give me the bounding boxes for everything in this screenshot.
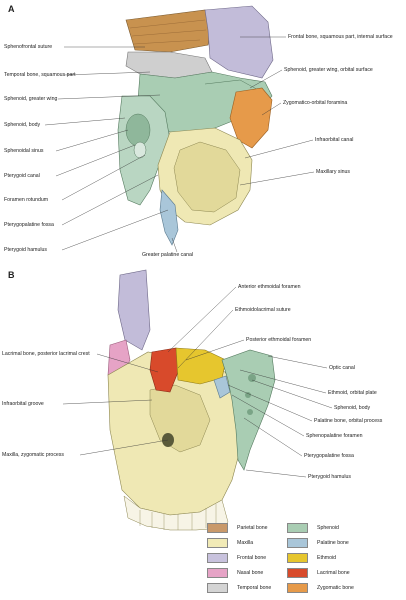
palatine-b <box>213 375 231 399</box>
legend-item-parietal: Parietal bone <box>207 522 268 533</box>
label-lacrimal-posterior-crest: Lacrimal bone, posterior lacrimal crest <box>2 351 90 357</box>
panel-b-illustration <box>107 269 276 531</box>
label-posterior-ethmoidal-foramen: Posterior ethmoidal foramen <box>246 337 312 343</box>
label-maxillary-sinus: Maxillary sinus <box>316 169 351 175</box>
legend-swatch <box>287 552 308 563</box>
legend-swatch <box>207 552 228 563</box>
label-sphenoidal-sinus: Sphenoidal sinus <box>4 148 44 154</box>
label-sphenoid-body-b: Sphenoid, body <box>334 405 371 411</box>
legend-label: Frontal bone <box>237 554 267 561</box>
label-sphenopalatine-foramen: Sphenopalatine foramen <box>306 433 363 439</box>
legend-swatch <box>287 522 308 533</box>
label-optic-canal: Optic canal <box>329 365 355 371</box>
legend-item-sphenoid: Sphenoid <box>287 522 339 533</box>
label-frontal-squamous-internal: Frontal bone, squamous part, internal su… <box>288 34 393 40</box>
label-sphenoid-greater-wing-orbital: Sphenoid, greater wing, orbital surface <box>284 67 373 73</box>
label-ethmoidolacrimal-suture: Ethmoidolacrimal suture <box>235 307 291 313</box>
legend-swatch <box>207 567 228 578</box>
label-maxilla-zygomatic-process: Maxilla, zygomatic process <box>2 452 64 458</box>
legend-item-nasal: Nasal bone <box>207 567 263 578</box>
label-infraorbital-canal: Infraorbital canal <box>315 137 354 143</box>
legend-item-maxilla: Maxilla <box>207 537 253 548</box>
legend-swatch <box>207 582 228 593</box>
legend-label: Temporal bone <box>237 584 272 591</box>
panel-a-illustration <box>117 5 274 246</box>
label-pterygoid-canal: Pterygoid canal <box>4 173 40 179</box>
legend-label: Maxilla <box>237 539 254 546</box>
label-infraorbital-groove: Infraorbital groove <box>2 401 44 407</box>
label-pterygoid-hamulus-b: Pterygoid hamulus <box>308 474 351 480</box>
legend-swatch <box>287 567 308 578</box>
legend-label: Zygomatic bone <box>317 584 354 591</box>
legend-label: Lacrimal bone <box>317 569 350 576</box>
legend-label: Sphenoid <box>317 524 339 531</box>
legend-item-ethmoid: Ethmoid <box>287 552 336 563</box>
palatine-a <box>159 189 179 246</box>
label-greater-palatine-canal: Greater palatine canal <box>142 252 194 258</box>
label-sphenoid-greater-wing: Sphenoid, greater wing <box>4 96 58 102</box>
legend-label: Parietal bone <box>237 524 268 531</box>
panel-a-letter: A <box>8 4 15 14</box>
legend-label: Ethmoid <box>317 554 337 561</box>
parietal-region <box>125 9 213 53</box>
label-pterygoid-hamulus-a: Pterygoid hamulus <box>4 247 47 253</box>
legend: Parietal bone Sphenoid Maxilla Palatine … <box>207 518 387 598</box>
label-sphenoid-body: Sphenoid, body <box>4 122 41 128</box>
label-zygomatico-orbital-foramina: Zygomatico-orbital foramina <box>283 100 348 106</box>
legend-swatch <box>207 522 228 533</box>
legend-item-zygomatic: Zygomatic bone <box>287 582 354 593</box>
label-foramen-rotundum: Foramen rotundum <box>4 197 49 203</box>
label-pterygopalatine-fossa-a: Pterygopalatine fossa <box>4 222 54 228</box>
label-sphenofrontal-suture: Sphenofrontal suture <box>4 44 53 50</box>
legend-item-temporal: Temporal bone <box>207 582 271 593</box>
legend-item-frontal: Frontal bone <box>207 552 266 563</box>
legend-item-palatine: Palatine bone <box>287 537 349 548</box>
frontal-bone-a <box>204 5 274 79</box>
label-palatine-orbital-process: Palatine bone, orbital process <box>314 418 383 424</box>
label-ethmoid-orbital-plate: Ethmoid, orbital plate <box>328 390 377 396</box>
legend-swatch <box>287 582 308 593</box>
legend-item-lacrimal: Lacrimal bone <box>287 567 350 578</box>
panel-b-letter: B <box>8 270 15 280</box>
label-anterior-ethmoidal-foramen: Anterior ethmoidal foramen <box>238 284 301 290</box>
legend-swatch <box>207 537 228 548</box>
label-pterygopalatine-fossa-b: Pterygopalatine fossa <box>304 453 354 459</box>
label-temporal-squamous: Temporal bone, squamous part <box>4 72 76 78</box>
zygomatic-a <box>229 87 273 149</box>
frontal-bone-b <box>117 269 151 351</box>
legend-label: Palatine bone <box>317 539 349 546</box>
legend-label: Nasal bone <box>237 569 264 576</box>
legend-swatch <box>287 537 308 548</box>
